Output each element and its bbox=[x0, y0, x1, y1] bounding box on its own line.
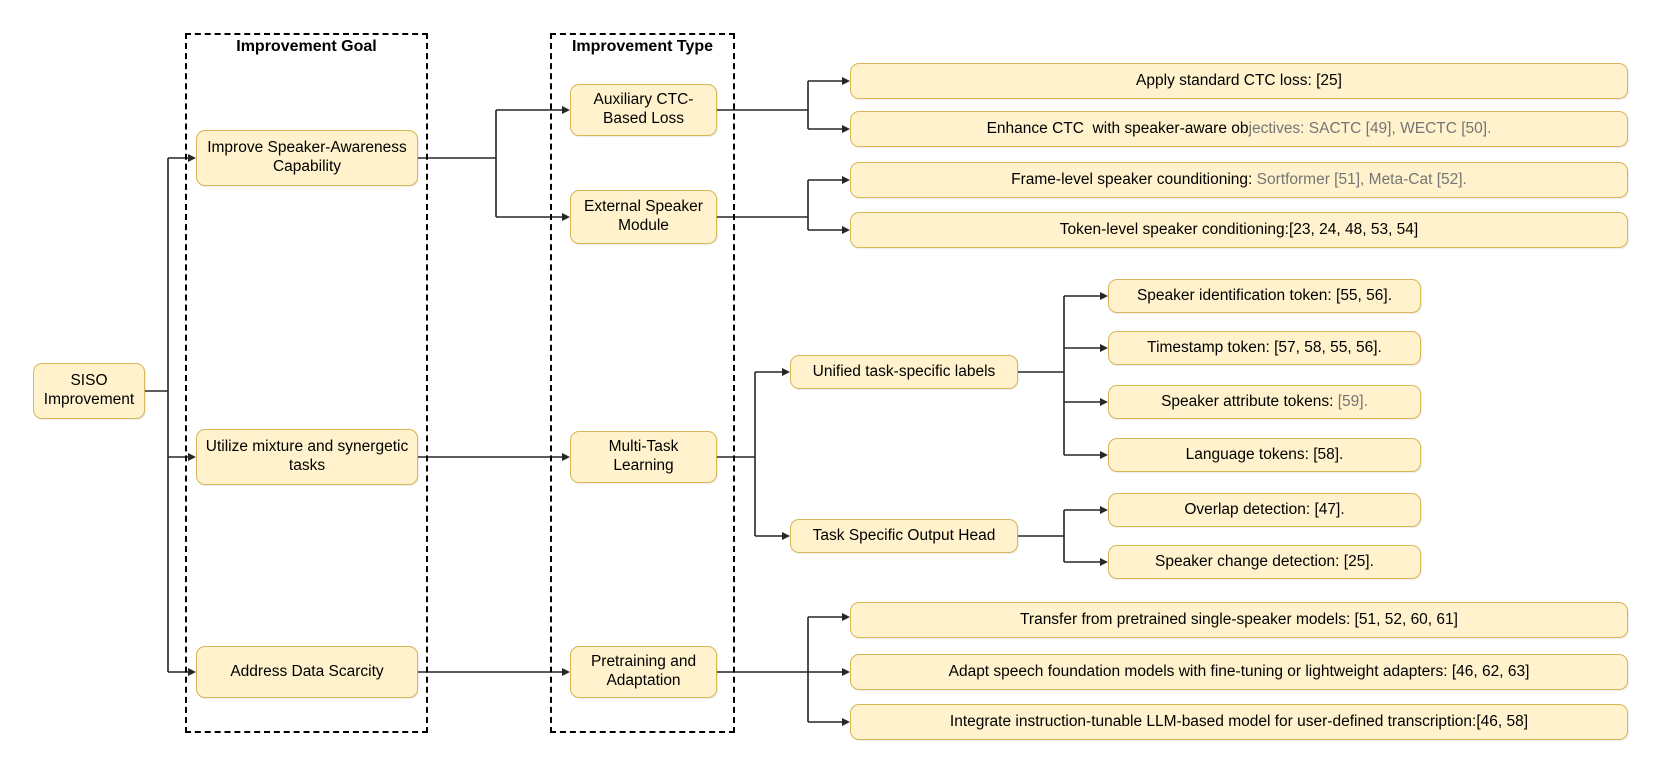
leaf-apply-standard-ctc-loss: Apply standard CTC loss: [25] bbox=[850, 63, 1628, 99]
leaf-speaker-attribute-tokens: Speaker attribute tokens: [59]. bbox=[1108, 385, 1421, 419]
node-pretraining-adaptation: Pretraining and Adaptation bbox=[570, 646, 717, 698]
node-address-data-scarcity-label: Address Data Scarcity bbox=[230, 662, 384, 680]
node-external-speaker-module: External Speaker Module bbox=[570, 190, 717, 244]
leaf-language-tokens-label: Language tokens: [58]. bbox=[1185, 445, 1344, 463]
leaf-transfer-pretrained-models-label: Transfer from pretrained single-speaker … bbox=[1020, 610, 1458, 628]
node-pretraining-adaptation-label: Pretraining and Adaptation bbox=[590, 653, 700, 689]
leaf-token-level-speaker-conditioning-label: Token-level speaker conditioning:[23, 24… bbox=[1059, 220, 1419, 238]
leaf-speaker-attribute-tokens-label: Speaker attribute tokens: [59]. bbox=[1161, 392, 1368, 410]
node-siso-improvement: SISO Improvement bbox=[33, 363, 145, 419]
leaf-overlap-detection: Overlap detection: [47]. bbox=[1108, 493, 1421, 527]
group-improvement-goal bbox=[185, 33, 428, 733]
node-utilize-mixture-tasks: Utilize mixture and synergetic tasks bbox=[196, 429, 418, 485]
node-external-speaker-module-label: External Speaker Module bbox=[584, 198, 708, 234]
leaf-token-level-speaker-conditioning: Token-level speaker conditioning:[23, 24… bbox=[850, 212, 1628, 248]
leaf-transfer-pretrained-models: Transfer from pretrained single-speaker … bbox=[850, 602, 1628, 638]
leaf-timestamp-token-label: Timestamp token: [57, 58, 55, 56]. bbox=[1147, 338, 1382, 356]
node-task-specific-output-head-label: Task Specific Output Head bbox=[812, 526, 996, 544]
node-siso-improvement-label: SISO Improvement bbox=[43, 372, 135, 408]
leaf-overlap-detection-label: Overlap detection: [47]. bbox=[1184, 500, 1345, 518]
node-unified-task-specific-labels: Unified task-specific labels bbox=[790, 355, 1018, 389]
group-improvement-type-title: Improvement Type bbox=[571, 38, 714, 55]
leaf-speaker-identification-token-label: Speaker identification token: [55, 56]. bbox=[1136, 286, 1393, 304]
node-improve-speaker-awareness: Improve Speaker-Awareness Capability bbox=[196, 130, 418, 186]
leaf-apply-standard-ctc-loss-label: Apply standard CTC loss: [25] bbox=[1136, 71, 1342, 89]
node-multi-task-learning: Multi-Task Learning bbox=[570, 431, 717, 483]
node-address-data-scarcity: Address Data Scarcity bbox=[196, 646, 418, 698]
leaf-enhance-ctc-speaker-aware-label: Enhance CTC with speaker-aware objective… bbox=[986, 119, 1492, 137]
leaf-frame-level-speaker-conditioning-label: Frame-level speaker counditioning: Sortf… bbox=[1011, 170, 1467, 188]
node-improve-speaker-awareness-label: Improve Speaker-Awareness Capability bbox=[207, 139, 412, 175]
leaf-timestamp-token: Timestamp token: [57, 58, 55, 56]. bbox=[1108, 331, 1421, 365]
leaf-integrate-llm-model-label: Integrate instruction-tunable LLM-based … bbox=[949, 712, 1529, 730]
group-improvement-type bbox=[550, 33, 735, 733]
leaf-adapt-foundation-models: Adapt speech foundation models with fine… bbox=[850, 654, 1628, 690]
leaf-speaker-identification-token: Speaker identification token: [55, 56]. bbox=[1108, 279, 1421, 313]
group-improvement-goal-title: Improvement Goal bbox=[236, 38, 377, 55]
leaf-speaker-change-detection-label: Speaker change detection: [25]. bbox=[1155, 552, 1374, 570]
leaf-enhance-ctc-speaker-aware: Enhance CTC with speaker-aware objective… bbox=[850, 111, 1628, 147]
node-auxiliary-ctc-loss-label: Auxiliary CTC-Based Loss bbox=[593, 91, 694, 127]
node-utilize-mixture-tasks-label: Utilize mixture and synergetic tasks bbox=[205, 438, 413, 474]
leaf-frame-level-speaker-conditioning: Frame-level speaker counditioning: Sortf… bbox=[850, 162, 1628, 198]
leaf-speaker-change-detection: Speaker change detection: [25]. bbox=[1108, 545, 1421, 579]
node-unified-task-specific-labels-label: Unified task-specific labels bbox=[812, 362, 996, 380]
node-auxiliary-ctc-loss: Auxiliary CTC-Based Loss bbox=[570, 84, 717, 136]
leaf-adapt-foundation-models-label: Adapt speech foundation models with fine… bbox=[948, 662, 1530, 680]
leaf-integrate-llm-model: Integrate instruction-tunable LLM-based … bbox=[850, 704, 1628, 740]
node-task-specific-output-head: Task Specific Output Head bbox=[790, 519, 1018, 553]
leaf-language-tokens: Language tokens: [58]. bbox=[1108, 438, 1421, 472]
node-multi-task-learning-label: Multi-Task Learning bbox=[608, 438, 683, 474]
